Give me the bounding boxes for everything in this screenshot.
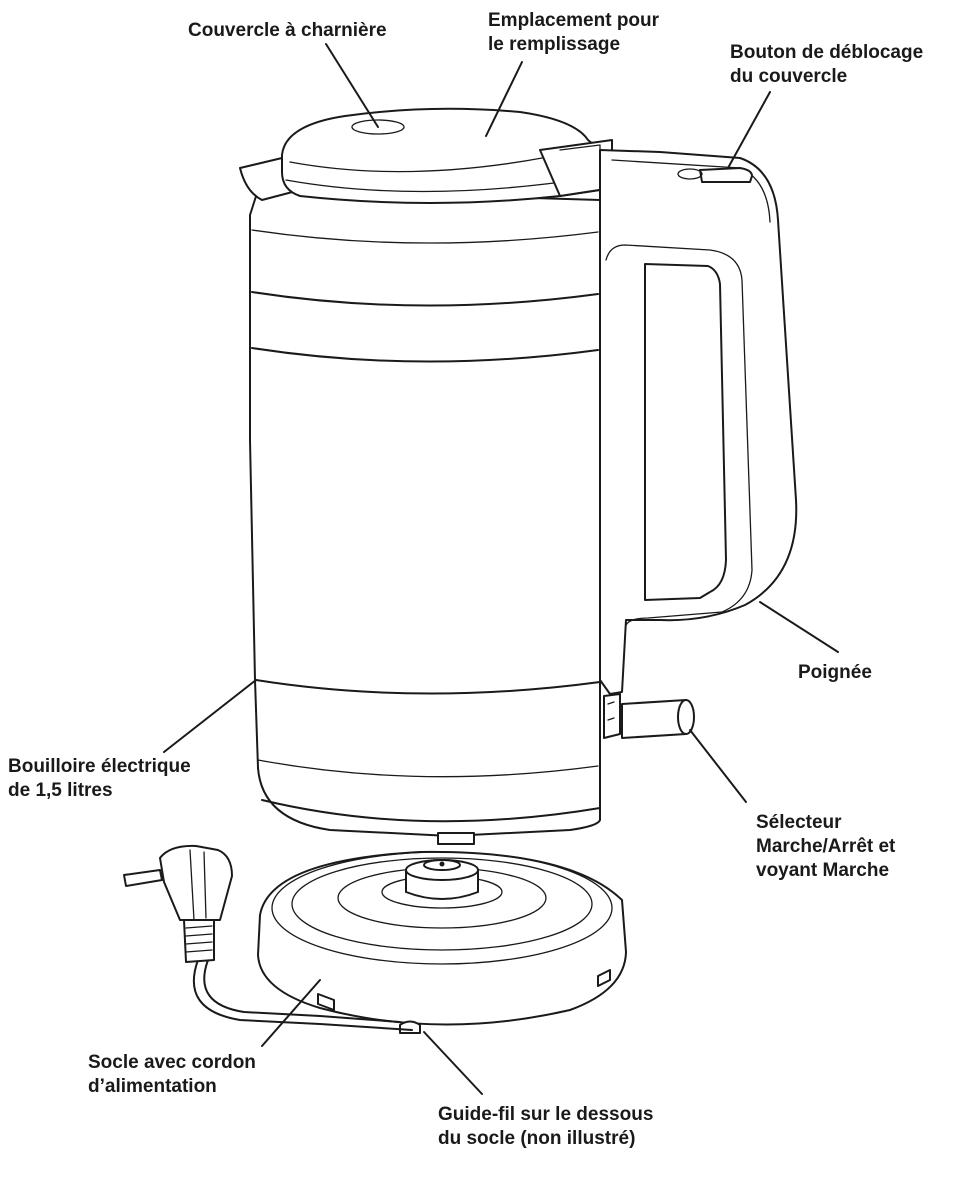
label-switch-line2: Marche/Arrêt et [756,836,896,857]
label-kettle-line1: Bouilloire électrique [8,756,191,777]
leader-kettle [163,679,257,753]
label-base-line1: Socle avec cordon [88,1052,256,1073]
leader-handle [759,601,839,653]
leader-cord-guide [423,1031,483,1095]
label-base-line2: d’alimentation [88,1076,217,1097]
kettle-lid [281,107,613,204]
leader-switch [689,729,747,803]
label-lid-release-line2: du couvercle [730,66,847,87]
label-switch-line3: voyant Marche [756,860,889,881]
leader-base [261,979,321,1047]
callout-labels: Couvercle à charnière Emplacement pour l… [8,10,923,1149]
label-kettle-line2: de 1,5 litres [8,780,113,801]
label-fill-spout-line1: Emplacement pour [488,10,660,31]
label-cord-guide-line1: Guide-fil sur le dessous [438,1104,653,1125]
leader-lid-release [727,91,771,169]
label-lid-release-line1: Bouton de déblocage [730,42,923,63]
power-base [257,850,627,1034]
label-fill-spout-line2: le remplissage [488,34,620,55]
label-cord-guide-line2: du socle (non illustré) [438,1128,635,1149]
label-hinged-lid: Couvercle à charnière [188,20,387,41]
leader-lines [163,43,839,1095]
kettle-body [239,157,601,845]
label-handle: Poignée [798,662,872,683]
power-cord [123,844,413,1031]
leader-fill-spout [485,61,523,137]
label-switch-line1: Sélecteur [756,812,842,833]
kettle-handle [599,149,798,739]
leader-hinged-lid [325,43,379,128]
